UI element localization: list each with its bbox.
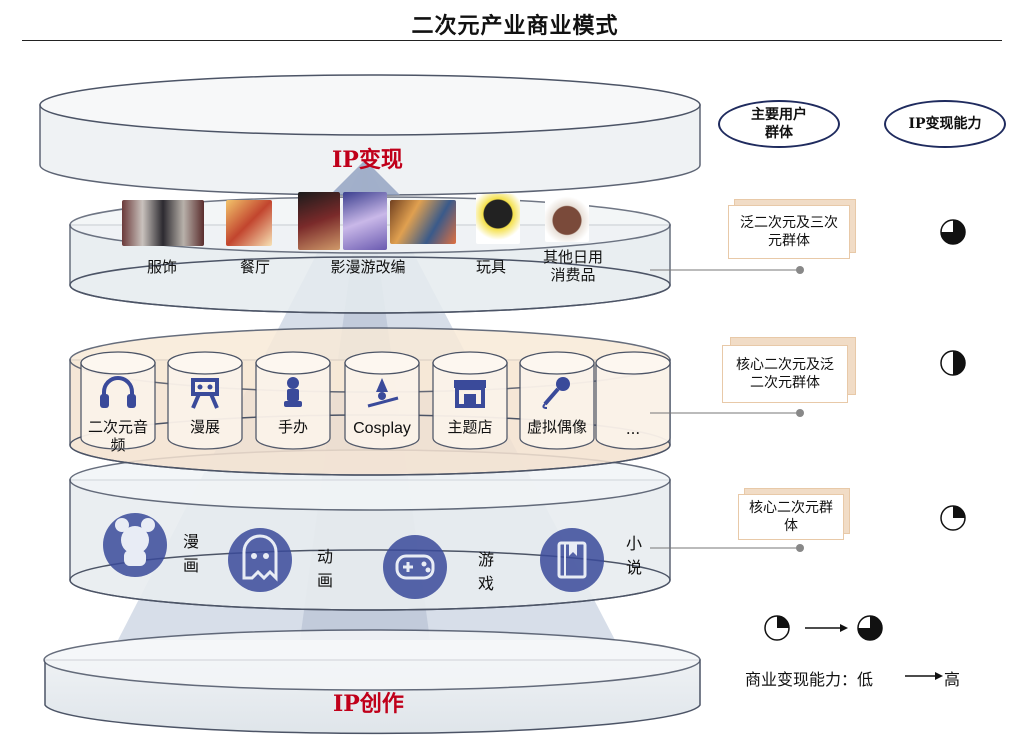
legend-pie-high bbox=[858, 616, 882, 640]
ability-pies bbox=[941, 220, 965, 530]
merch-label-adaptation: 影漫游改编 bbox=[318, 258, 418, 276]
toy-photo bbox=[476, 194, 520, 244]
user-group-box-1: 泛二次元及三次元群体 bbox=[728, 205, 850, 259]
exhibition-icon bbox=[185, 374, 225, 414]
merch-label-restaurant: 餐厅 bbox=[225, 258, 285, 276]
header-ip-ability: IP变现能力 bbox=[884, 100, 1006, 148]
content-label-anime: 动画 bbox=[317, 545, 335, 593]
header-main-users: 主要用户群体 bbox=[718, 100, 840, 148]
deriv-label-vtuber: 虚拟偶像 bbox=[525, 418, 589, 436]
clothing-photo bbox=[122, 200, 204, 246]
headphones-icon bbox=[98, 374, 138, 414]
user-group-box-2: 核心二次元及泛二次元群体 bbox=[722, 345, 848, 403]
ability-pie-2 bbox=[941, 351, 965, 375]
content-label-novel: 小说 bbox=[626, 532, 644, 580]
merch-label-clothing: 服饰 bbox=[132, 258, 192, 276]
user-group-box-3: 核心二次元群体 bbox=[738, 494, 844, 540]
figure-icon bbox=[273, 374, 313, 414]
merch-label-toys: 玩具 bbox=[466, 258, 516, 276]
restaurant-photo bbox=[226, 200, 272, 246]
deriv-label-expo: 漫展 bbox=[165, 418, 245, 436]
deriv-label-figure: 手办 bbox=[253, 418, 333, 436]
legend-pie-low bbox=[765, 616, 789, 640]
legend-high: 高 bbox=[944, 666, 960, 690]
deriv-label-more: ... bbox=[593, 420, 673, 438]
ability-pie-3 bbox=[941, 506, 965, 530]
ability-pie-1 bbox=[941, 220, 965, 244]
merch-label-daily-goods: 其他日用消费品 bbox=[540, 248, 606, 284]
shop-icon bbox=[450, 374, 490, 414]
adaptation-photo-1 bbox=[298, 192, 340, 250]
daily-goods-photo bbox=[545, 194, 589, 242]
deriv-label-cosplay: Cosplay bbox=[342, 420, 422, 438]
content-label-game: 游戏 bbox=[478, 548, 496, 596]
adaptation-photo-3 bbox=[390, 200, 456, 244]
deriv-label-shop: 主题店 bbox=[430, 418, 510, 436]
ghost-icon bbox=[228, 528, 292, 592]
deriv-label-audio: 二次元音频 bbox=[86, 418, 150, 454]
adaptation-photo-2 bbox=[343, 192, 387, 250]
legend-text: 商业变现能力：低 bbox=[745, 666, 873, 690]
ip-monetization-label: IP变现 bbox=[332, 142, 403, 174]
gamepad-icon bbox=[383, 535, 447, 599]
bear-icon bbox=[103, 513, 167, 577]
ip-creation-label: IP创作 bbox=[333, 686, 404, 718]
book-icon bbox=[540, 528, 604, 592]
witch-icon bbox=[362, 376, 402, 416]
microphone-icon bbox=[537, 374, 577, 414]
content-label-manga: 漫画 bbox=[183, 530, 201, 578]
